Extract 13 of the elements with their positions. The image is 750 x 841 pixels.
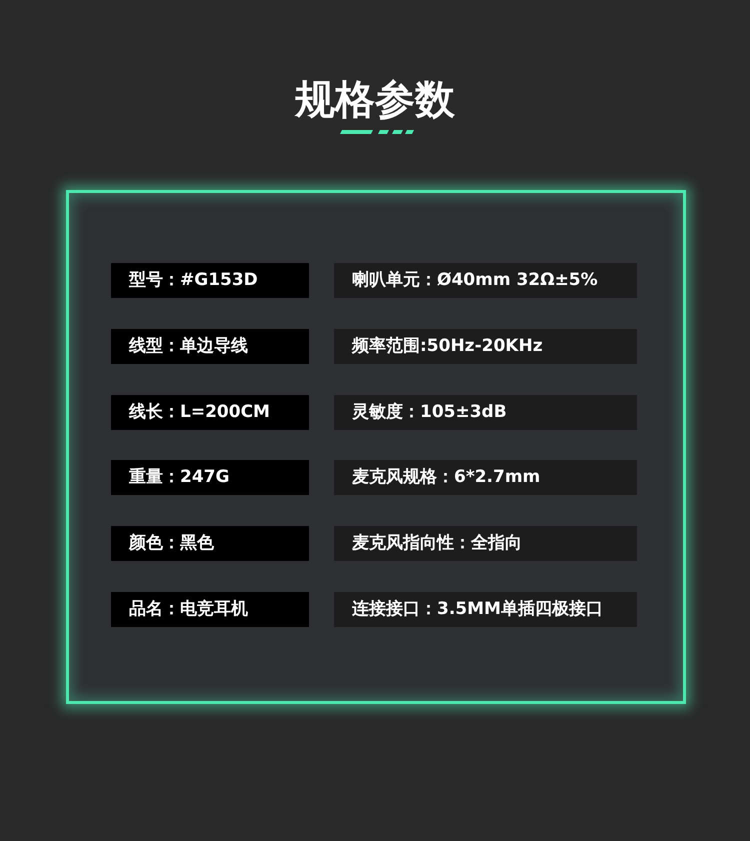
spec-cell: 频率范围:50Hz-20KHz [334,329,637,364]
spec-cell: 品名：电竞耳机 [111,592,309,627]
spec-cell: 颜色：黑色 [111,526,309,561]
title: 规格参数 [295,76,455,125]
spec-cell: 麦克风指向性：全指向 [334,526,637,561]
spec-cell: 型号：#G153D [111,263,309,298]
spec-cell: 灵敏度：105±3dB [334,395,637,430]
spec-cell: 线长：L=200CM [111,395,309,430]
spec-cell: 喇叭单元：Ø40mm 32Ω±5% [334,263,637,298]
spec-cell: 连接接口：3.5MM单插四极接口 [334,592,637,627]
spec-cell: 麦克风规格：6*2.7mm [334,460,637,495]
spec-cell: 重量：247G [111,460,309,495]
spec-cell: 线型：单边导线 [111,329,309,364]
